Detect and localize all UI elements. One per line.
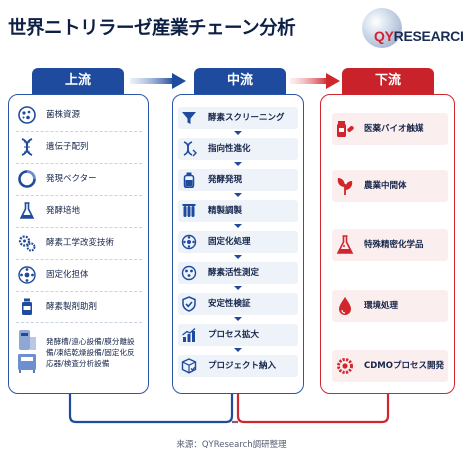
flow-arrow-mid-to-down (290, 73, 340, 89)
vector-ring-icon (16, 168, 38, 190)
divider (16, 131, 142, 132)
flow-arrow-up-to-mid (130, 73, 186, 89)
chevron-down-icon (234, 193, 242, 197)
bottom-connector (68, 394, 390, 424)
carrier-icon (16, 264, 38, 286)
reagent-bottle-icon (16, 296, 38, 318)
midstream-item: プロジェクト納入 (178, 355, 298, 377)
chevron-down-icon (234, 317, 242, 321)
chevron-down-icon (234, 224, 242, 228)
midstream-item: 精製調製 (178, 200, 298, 222)
upstream-header: 上流 (32, 68, 124, 94)
upstream-item: 酵素工学改変技術 (16, 232, 142, 254)
midstream-item: 酵素スクリーニング (178, 107, 298, 129)
midstream-item: 指向性進化 (178, 138, 298, 160)
midstream-item: 安定性検証 (178, 293, 298, 315)
directed-evolution-icon (178, 138, 200, 160)
logo-text: QYRESEARCH (374, 28, 463, 44)
upstream-item: 固定化担体 (16, 264, 142, 286)
chevron-down-icon (234, 255, 242, 259)
growth-chart-icon (178, 324, 200, 346)
midstream-header: 中流 (194, 68, 286, 94)
factory-gear-icon (332, 355, 358, 377)
downstream-header: 下流 (342, 68, 434, 94)
test-tubes-icon (178, 200, 200, 222)
chemical-flask-icon (332, 234, 358, 256)
midstream-item: 酵素活性測定 (178, 262, 298, 284)
source-note: 来源：QYResearch調研整理 (176, 440, 287, 450)
shield-check-icon (178, 293, 200, 315)
dna-icon (16, 136, 38, 158)
upstream-item: 発酵培地 (16, 200, 142, 222)
downstream-item: 特殊精密化学品 (332, 229, 448, 261)
page-title: 世界ニトリラーゼ産業チェーン分析 (8, 18, 296, 39)
upstream-item: 発現ベクター (16, 168, 142, 190)
water-drop-icon (332, 295, 358, 317)
divider (16, 259, 142, 260)
delivery-box-icon (178, 355, 200, 377)
flask-icon (16, 200, 38, 222)
immobilize-icon (178, 231, 200, 253)
equipment-icon (16, 328, 38, 376)
chevron-down-icon (234, 286, 242, 290)
globe-icon (362, 8, 402, 48)
divider (16, 322, 142, 323)
qyresearch-logo: QYRESEARCH (358, 6, 463, 56)
midstream-item: プロセス拡大 (178, 324, 298, 346)
divider (16, 291, 142, 292)
downstream-item: 農業中間体 (332, 170, 448, 202)
divider (16, 163, 142, 164)
chevron-down-icon (234, 131, 242, 135)
microbe-icon (16, 104, 38, 126)
downstream-item: 環境処理 (332, 290, 448, 322)
downstream-item: CDMOプロセス開発 (332, 350, 448, 382)
pharma-icon (332, 118, 358, 140)
midstream-item: 発酵発現 (178, 169, 298, 191)
fermentation-bottle-icon (178, 169, 200, 191)
divider (16, 227, 142, 228)
upstream-item: 発酵槽/遠心設備/膜分離設備/凍結乾燥設備/固定化反応器/検査分析設備 (16, 328, 142, 376)
gears-icon (16, 232, 38, 254)
chevron-down-icon (234, 348, 242, 352)
funnel-icon (178, 107, 200, 129)
upstream-item: 遺伝子配列 (16, 136, 142, 158)
midstream-item: 固定化処理 (178, 231, 298, 253)
chevron-down-icon (234, 162, 242, 166)
downstream-item: 医薬バイオ触媒 (332, 113, 448, 145)
activity-icon (178, 262, 200, 284)
divider (16, 195, 142, 196)
upstream-item: 酵素製剤助剤 (16, 296, 142, 318)
plant-icon (332, 175, 358, 197)
upstream-item: 菌株資源 (16, 104, 142, 126)
